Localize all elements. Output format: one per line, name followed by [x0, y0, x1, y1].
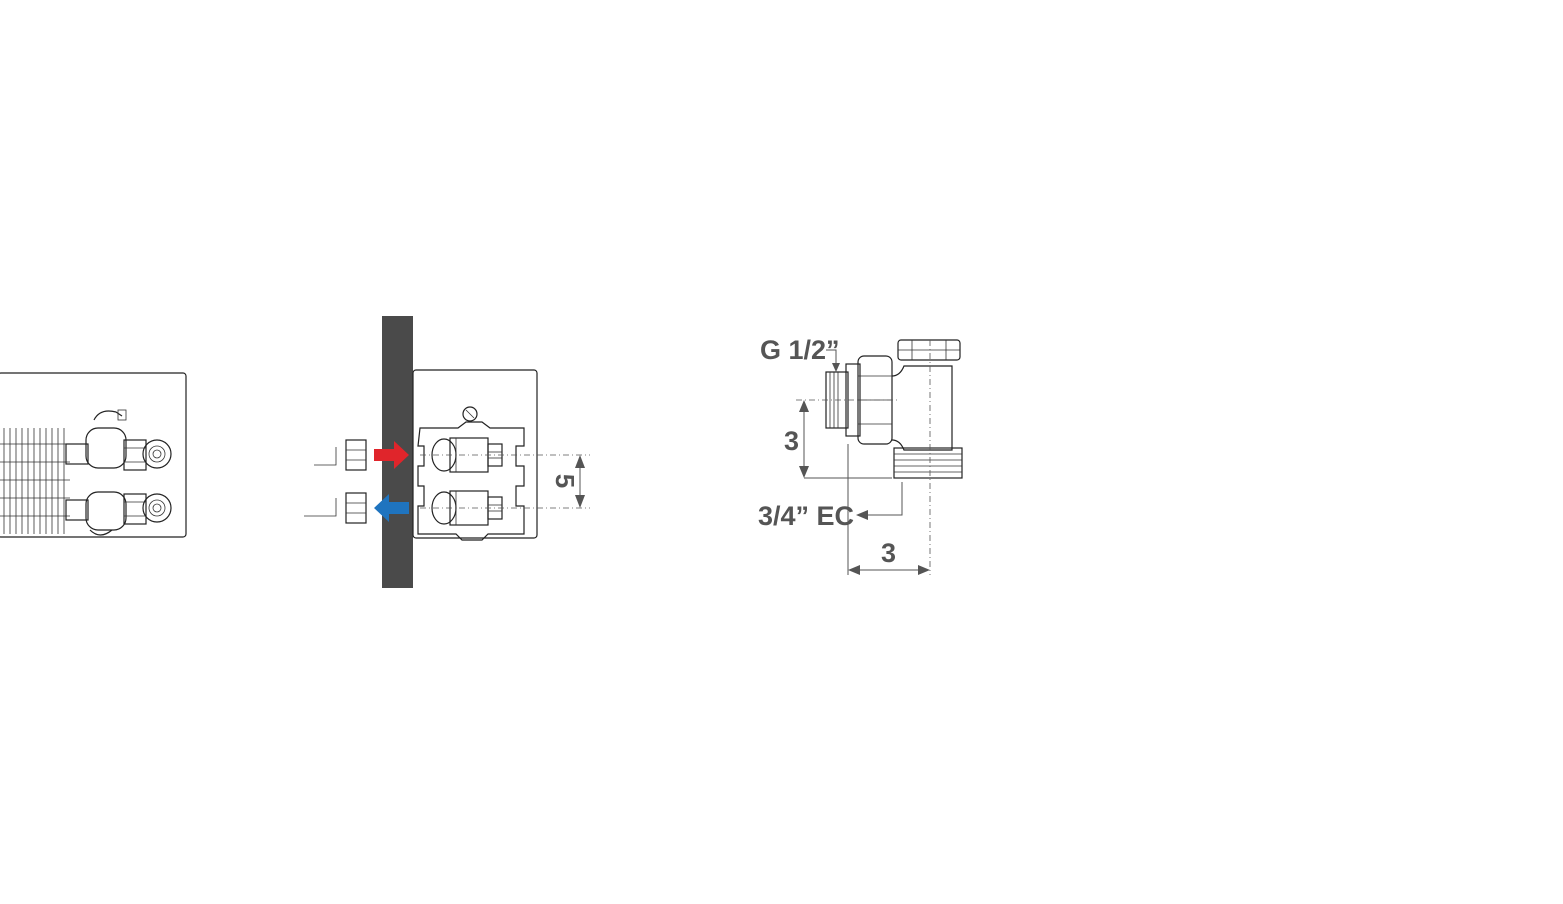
radiator-valve-upper [85, 409, 172, 471]
radiator-fins [0, 428, 70, 534]
supply-nut [314, 439, 367, 471]
vertical-dim-label: 3 [784, 426, 799, 456]
radiator-valve-lower [85, 491, 172, 536]
pipe-spacing-dimension: 5 [550, 455, 585, 508]
tee-body [891, 339, 963, 479]
return-nut [304, 492, 367, 524]
return-arrow-icon [374, 494, 409, 522]
screw-icon [462, 406, 478, 422]
mounting-plate [417, 421, 525, 541]
horizontal-dim-label: 3 [881, 538, 896, 568]
radiator-casing [0, 372, 187, 538]
vertical-offset-dimension: 3 [784, 400, 892, 479]
horizontal-offset-dimension: 3 [847, 444, 930, 575]
wall-connection-assembly: 5 [304, 316, 590, 588]
connection-box [412, 369, 538, 539]
ec-thread-label: 3/4” EC [758, 501, 854, 531]
spacing-label: 5 [550, 474, 580, 488]
radiator-assembly [0, 372, 187, 538]
fitting-detail: G 1/2” 3 3/4” EC 3 [758, 335, 963, 575]
supply-arrow-icon [374, 441, 409, 469]
